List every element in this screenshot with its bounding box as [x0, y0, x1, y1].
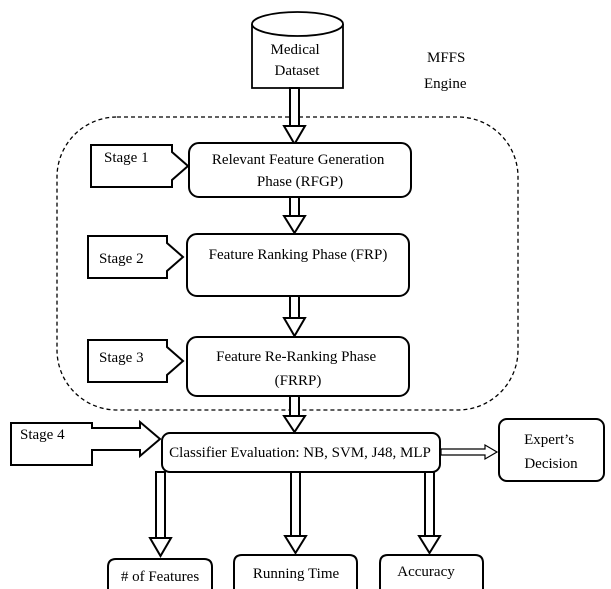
stage-3-pentagon: Stage 3: [87, 339, 185, 383]
arrow-classifier-to-accuracy: [417, 471, 442, 555]
stage-1-label: Stage 1: [104, 150, 149, 166]
frp-box: Feature Ranking Phase (FRP): [186, 233, 410, 297]
stage-3-label: Stage 3: [99, 350, 144, 366]
accuracy-label: Accuracy: [397, 564, 455, 580]
arrow-classifier-to-features: [148, 471, 173, 558]
stage-1-pentagon: Stage 1: [90, 144, 190, 188]
frp-label: Feature Ranking Phase (FRP): [209, 247, 388, 263]
features-box: # of Features: [107, 558, 213, 589]
rfgp-label: Relevant Feature Generation Phase (RFGP): [212, 152, 388, 190]
stage-2-label: Stage 2: [99, 251, 144, 267]
rfgp-box: Relevant Feature Generation Phase (RFGP): [188, 142, 412, 198]
classifier-label: Classifier Evaluation: NB, SVM, J48, MLP: [169, 445, 431, 461]
arrow-dataset-to-rfgp: [282, 87, 307, 146]
svg-text:Medical Dataset: Medical Dataset: [271, 42, 324, 79]
stage-4-pentagon: Stage 4: [10, 419, 162, 466]
arrow-classifier-to-time: [283, 471, 308, 555]
arrow-rfgp-to-frp: [282, 196, 307, 235]
arrow-frp-to-frrp: [282, 295, 307, 338]
frrp-box: Feature Re-Ranking Phase (FRRP): [186, 336, 410, 397]
medical-dataset-cylinder: Medical Dataset: [251, 11, 344, 89]
stage-4-label: Stage 4: [20, 427, 65, 443]
stage-2-pentagon: Stage 2: [87, 235, 185, 279]
features-label: # of Features: [121, 569, 199, 585]
engine-label: MFFS Engine: [424, 50, 469, 92]
expert-decision-box: Expert’s Decision: [498, 418, 605, 482]
frrp-label: Feature Re-Ranking Phase (FRRP): [216, 349, 380, 389]
running-time-label: Running Time: [253, 566, 340, 582]
expert-decision-label: Expert’s Decision: [524, 432, 578, 472]
arrow-classifier-to-decision: [440, 443, 499, 461]
arrow-frrp-to-classifier: [282, 395, 307, 434]
classifier-box: Classifier Evaluation: NB, SVM, J48, MLP: [161, 432, 441, 473]
accuracy-box: Accuracy: [379, 554, 484, 589]
mffs-engine-boundary: [56, 116, 519, 411]
running-time-box: Running Time: [233, 554, 358, 589]
